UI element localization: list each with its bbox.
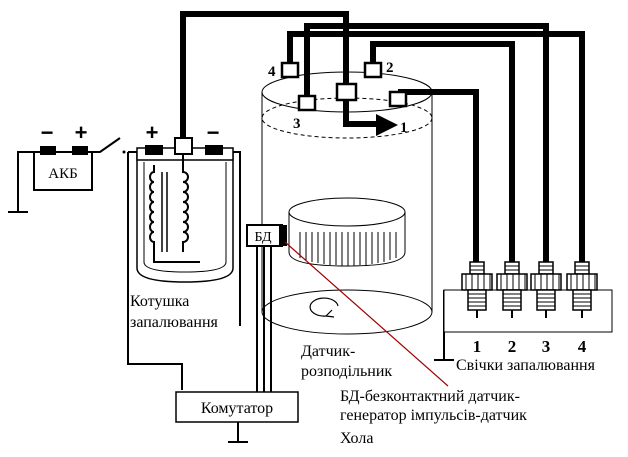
- coil-minus-sign: −: [207, 120, 220, 145]
- hall-sensor-label: БД: [254, 230, 272, 245]
- coil-hv-terminal: [174, 137, 193, 155]
- high-voltage-wires: [180, 11, 585, 262]
- distributor-terminal-label-3: 3: [293, 116, 301, 132]
- sensor-note: БД-безконтактний датчик- генератор імпул…: [340, 388, 527, 447]
- battery-plus-terminal: [72, 146, 88, 155]
- spark-plug-number-1: 1: [473, 337, 482, 356]
- battery-minus-terminal: [40, 146, 56, 155]
- hv-wire-plug-1: [398, 89, 479, 262]
- rotor-arrow-head: [376, 114, 398, 136]
- distributor: 1 2 3 4 Датчик- розподільник: [261, 60, 433, 380]
- distributor-terminal-3: [297, 94, 317, 112]
- hall-rotor-slots: [299, 232, 397, 266]
- spark-plug-number-3: 3: [542, 337, 551, 356]
- commutator-label: Комутатор: [201, 400, 273, 417]
- distributor-body: [261, 92, 433, 312]
- coil-label-line-1: Котушка: [130, 293, 189, 310]
- sensor-pointer-line: [284, 241, 449, 387]
- coil-primary-winding: [149, 165, 200, 263]
- rotor-arrow-icon: [343, 96, 378, 127]
- distributor-terminal-1: [388, 90, 408, 108]
- coil-minus-commutator-wire: [214, 151, 241, 326]
- distributor-label-line-2: розподільник: [301, 363, 392, 380]
- coil-inner-can: [143, 162, 227, 273]
- sensor-wires: [256, 246, 272, 392]
- coil-plus-commutator-wire: [127, 152, 183, 390]
- spark-plug-number-2: 2: [508, 337, 517, 356]
- sensor-note-line-3: Хола: [340, 430, 373, 447]
- hv-wire-plug-4: [287, 31, 585, 262]
- battery-body: [33, 151, 93, 191]
- battery-label: АКБ: [48, 166, 77, 182]
- distributor-base-ellipse: [261, 289, 433, 335]
- distributor-terminal-2: [363, 61, 383, 79]
- sensor-note-line-1: БД-безконтактний датчик-: [340, 388, 520, 405]
- hall-sensor-tip: [279, 225, 287, 246]
- commutator: Комутатор: [175, 391, 299, 423]
- coil-outer-can: [136, 152, 234, 283]
- hv-wire-plug-2: [370, 41, 515, 262]
- distributor-terminal-4: [280, 61, 300, 79]
- ignition-switch-contact: [122, 150, 126, 154]
- distributor-cap-rim: [261, 97, 433, 139]
- battery-plus-sign: +: [75, 120, 88, 145]
- spark-plug-1: [461, 261, 493, 318]
- hall-sensor: БД: [246, 224, 287, 247]
- spark-plugs: 1 2 3 4 Свічки запалювання: [443, 261, 613, 374]
- hv-wire-plug-3: [304, 23, 549, 262]
- coil-hv-wire: [180, 11, 349, 140]
- distributor-terminal-label-4: 4: [268, 64, 276, 80]
- hall-rotor-top: [288, 197, 406, 227]
- hall-rotor-side: [288, 212, 406, 267]
- coil-plus-sign: +: [146, 120, 159, 145]
- battery: АКБ − +: [33, 120, 93, 191]
- distributor-terminal-label-2: 2: [386, 60, 394, 76]
- spark-plug-3: [530, 261, 562, 318]
- spark-plug-number-4: 4: [578, 337, 587, 356]
- coil-label-line-2: запалювання: [130, 314, 219, 331]
- rotation-arrow-icon: [309, 297, 339, 317]
- commutator-box: [175, 391, 299, 423]
- coil-secondary-winding: [182, 155, 189, 252]
- distributor-center-terminal: [335, 82, 358, 102]
- coil-plus-terminal: [145, 145, 163, 155]
- sensor-note-line-2: генератор імпульсів-датчик: [340, 407, 527, 424]
- distributor-label-line-1: Датчик-: [301, 343, 355, 360]
- spark-plugs-label: Свічки запалювання: [456, 357, 596, 374]
- coil-minus-terminal: [205, 145, 223, 155]
- spark-plug-2: [496, 261, 528, 318]
- ignition-coil: + − Котушка запалювання: [130, 120, 234, 331]
- battery-minus-sign: −: [41, 120, 54, 145]
- spark-plug-4: [566, 261, 598, 318]
- distributor-terminal-label-1: 1: [400, 120, 408, 136]
